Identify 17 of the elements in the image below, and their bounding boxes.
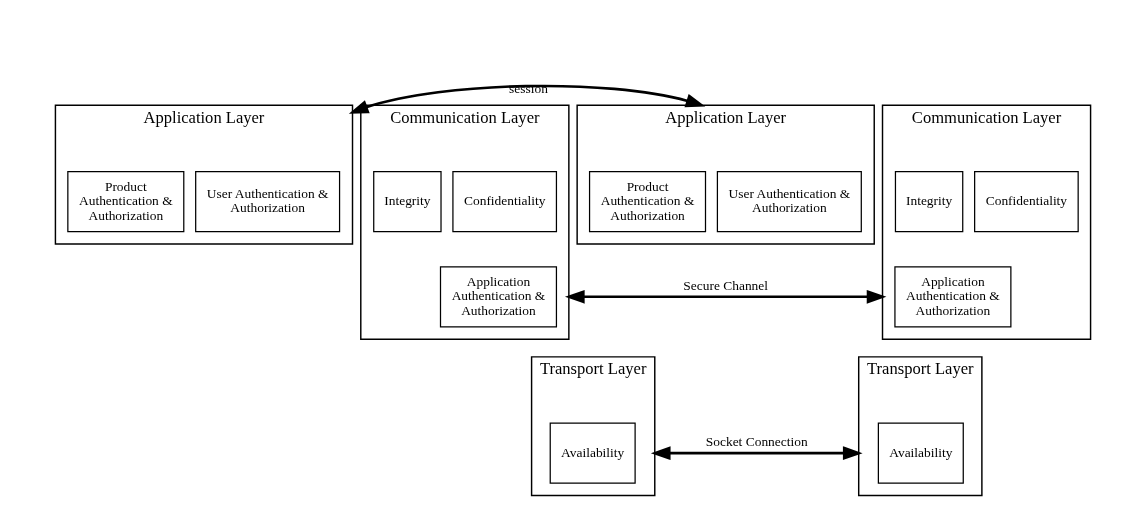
- node-box: Availability: [877, 422, 964, 484]
- node-box: User Authentication & Authorization: [195, 170, 341, 233]
- node-box: Integrity: [894, 170, 964, 233]
- arrow: [650, 446, 863, 461]
- edge-label: Socket Connection: [705, 434, 808, 450]
- node-box: User Authentication & Authorization: [716, 170, 862, 233]
- edge-label: Secure Channel: [683, 277, 769, 293]
- node-box: Application Authentication & Authorization: [894, 266, 1012, 328]
- node-box: Product Authentication & Authorization: [67, 170, 185, 233]
- arrow: [348, 84, 706, 114]
- arrow: [564, 289, 887, 304]
- node-box: Confidentiality: [452, 170, 558, 233]
- node-box: Integrity: [373, 170, 442, 233]
- node-box: Product Authentication & Authorization: [588, 170, 707, 233]
- node-box: Application Authentication & Authorization: [439, 266, 558, 328]
- node-box: Confidentiality: [974, 170, 1079, 233]
- node-box: Availability: [549, 422, 636, 484]
